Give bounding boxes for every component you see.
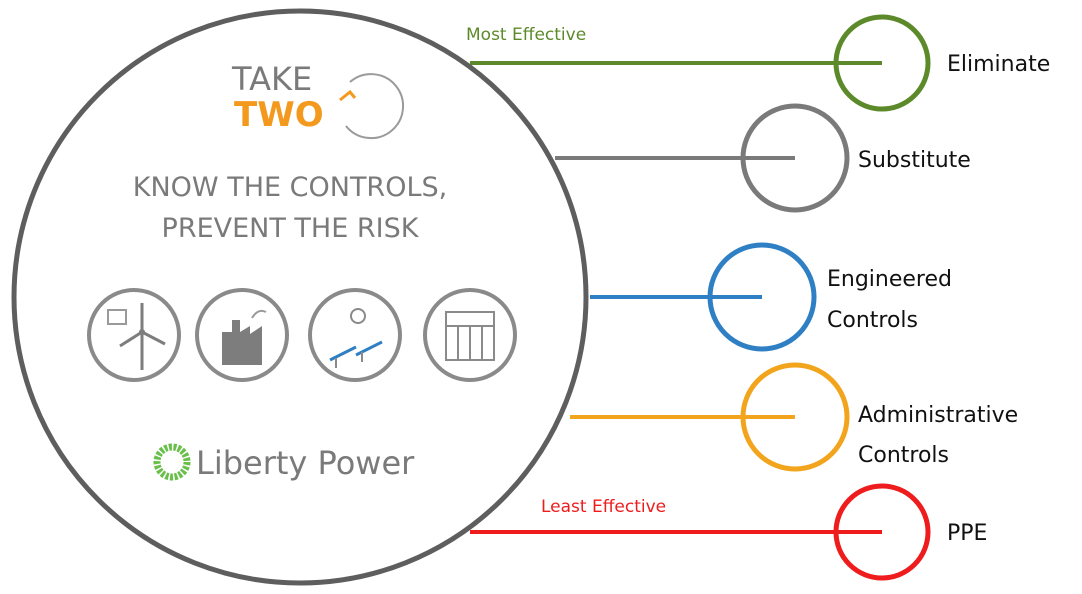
take-two-checkmark-icon xyxy=(339,89,357,102)
central-circle xyxy=(11,8,589,586)
liberty-power-logo: Liberty Power xyxy=(153,443,415,482)
take-two-logo-take: TAKE xyxy=(231,60,312,98)
control-label-eliminate: Eliminate xyxy=(947,52,1050,77)
most-effective-label: Most Effective xyxy=(466,25,586,45)
take-two-swoosh-icon xyxy=(345,73,405,140)
control-ring-ppe xyxy=(833,483,931,581)
control-label-administrative-line-2: Controls xyxy=(858,443,949,468)
take-two-logo: TAKE TWO xyxy=(231,60,405,140)
liberty-power-ring-icon xyxy=(153,443,191,481)
control-ring-eliminate xyxy=(833,14,931,112)
control-ring-substitute xyxy=(740,103,850,213)
control-label-engineered-line-1: Engineered xyxy=(827,267,952,292)
control-label-engineered-line-2: Controls xyxy=(827,308,918,333)
power-station-icon xyxy=(423,288,517,382)
factory-icon xyxy=(195,288,289,382)
control-ring-engineered xyxy=(707,242,817,352)
control-label-administrative-line-1: Administrative xyxy=(858,403,1018,428)
headline-line-2: PREVENT THE RISK xyxy=(162,213,420,244)
solar-panel-icon xyxy=(308,288,402,382)
liberty-power-logo-text: Liberty Power xyxy=(196,444,415,482)
wind-turbine-icon xyxy=(87,288,181,382)
control-label-substitute: Substitute xyxy=(858,148,971,173)
control-ring-administrative xyxy=(740,362,850,472)
headline-line-1: KNOW THE CONTROLS, xyxy=(133,172,447,203)
take-two-logo-two: TWO xyxy=(234,95,324,135)
least-effective-label: Least Effective xyxy=(541,497,666,517)
control-label-ppe: PPE xyxy=(947,521,987,546)
